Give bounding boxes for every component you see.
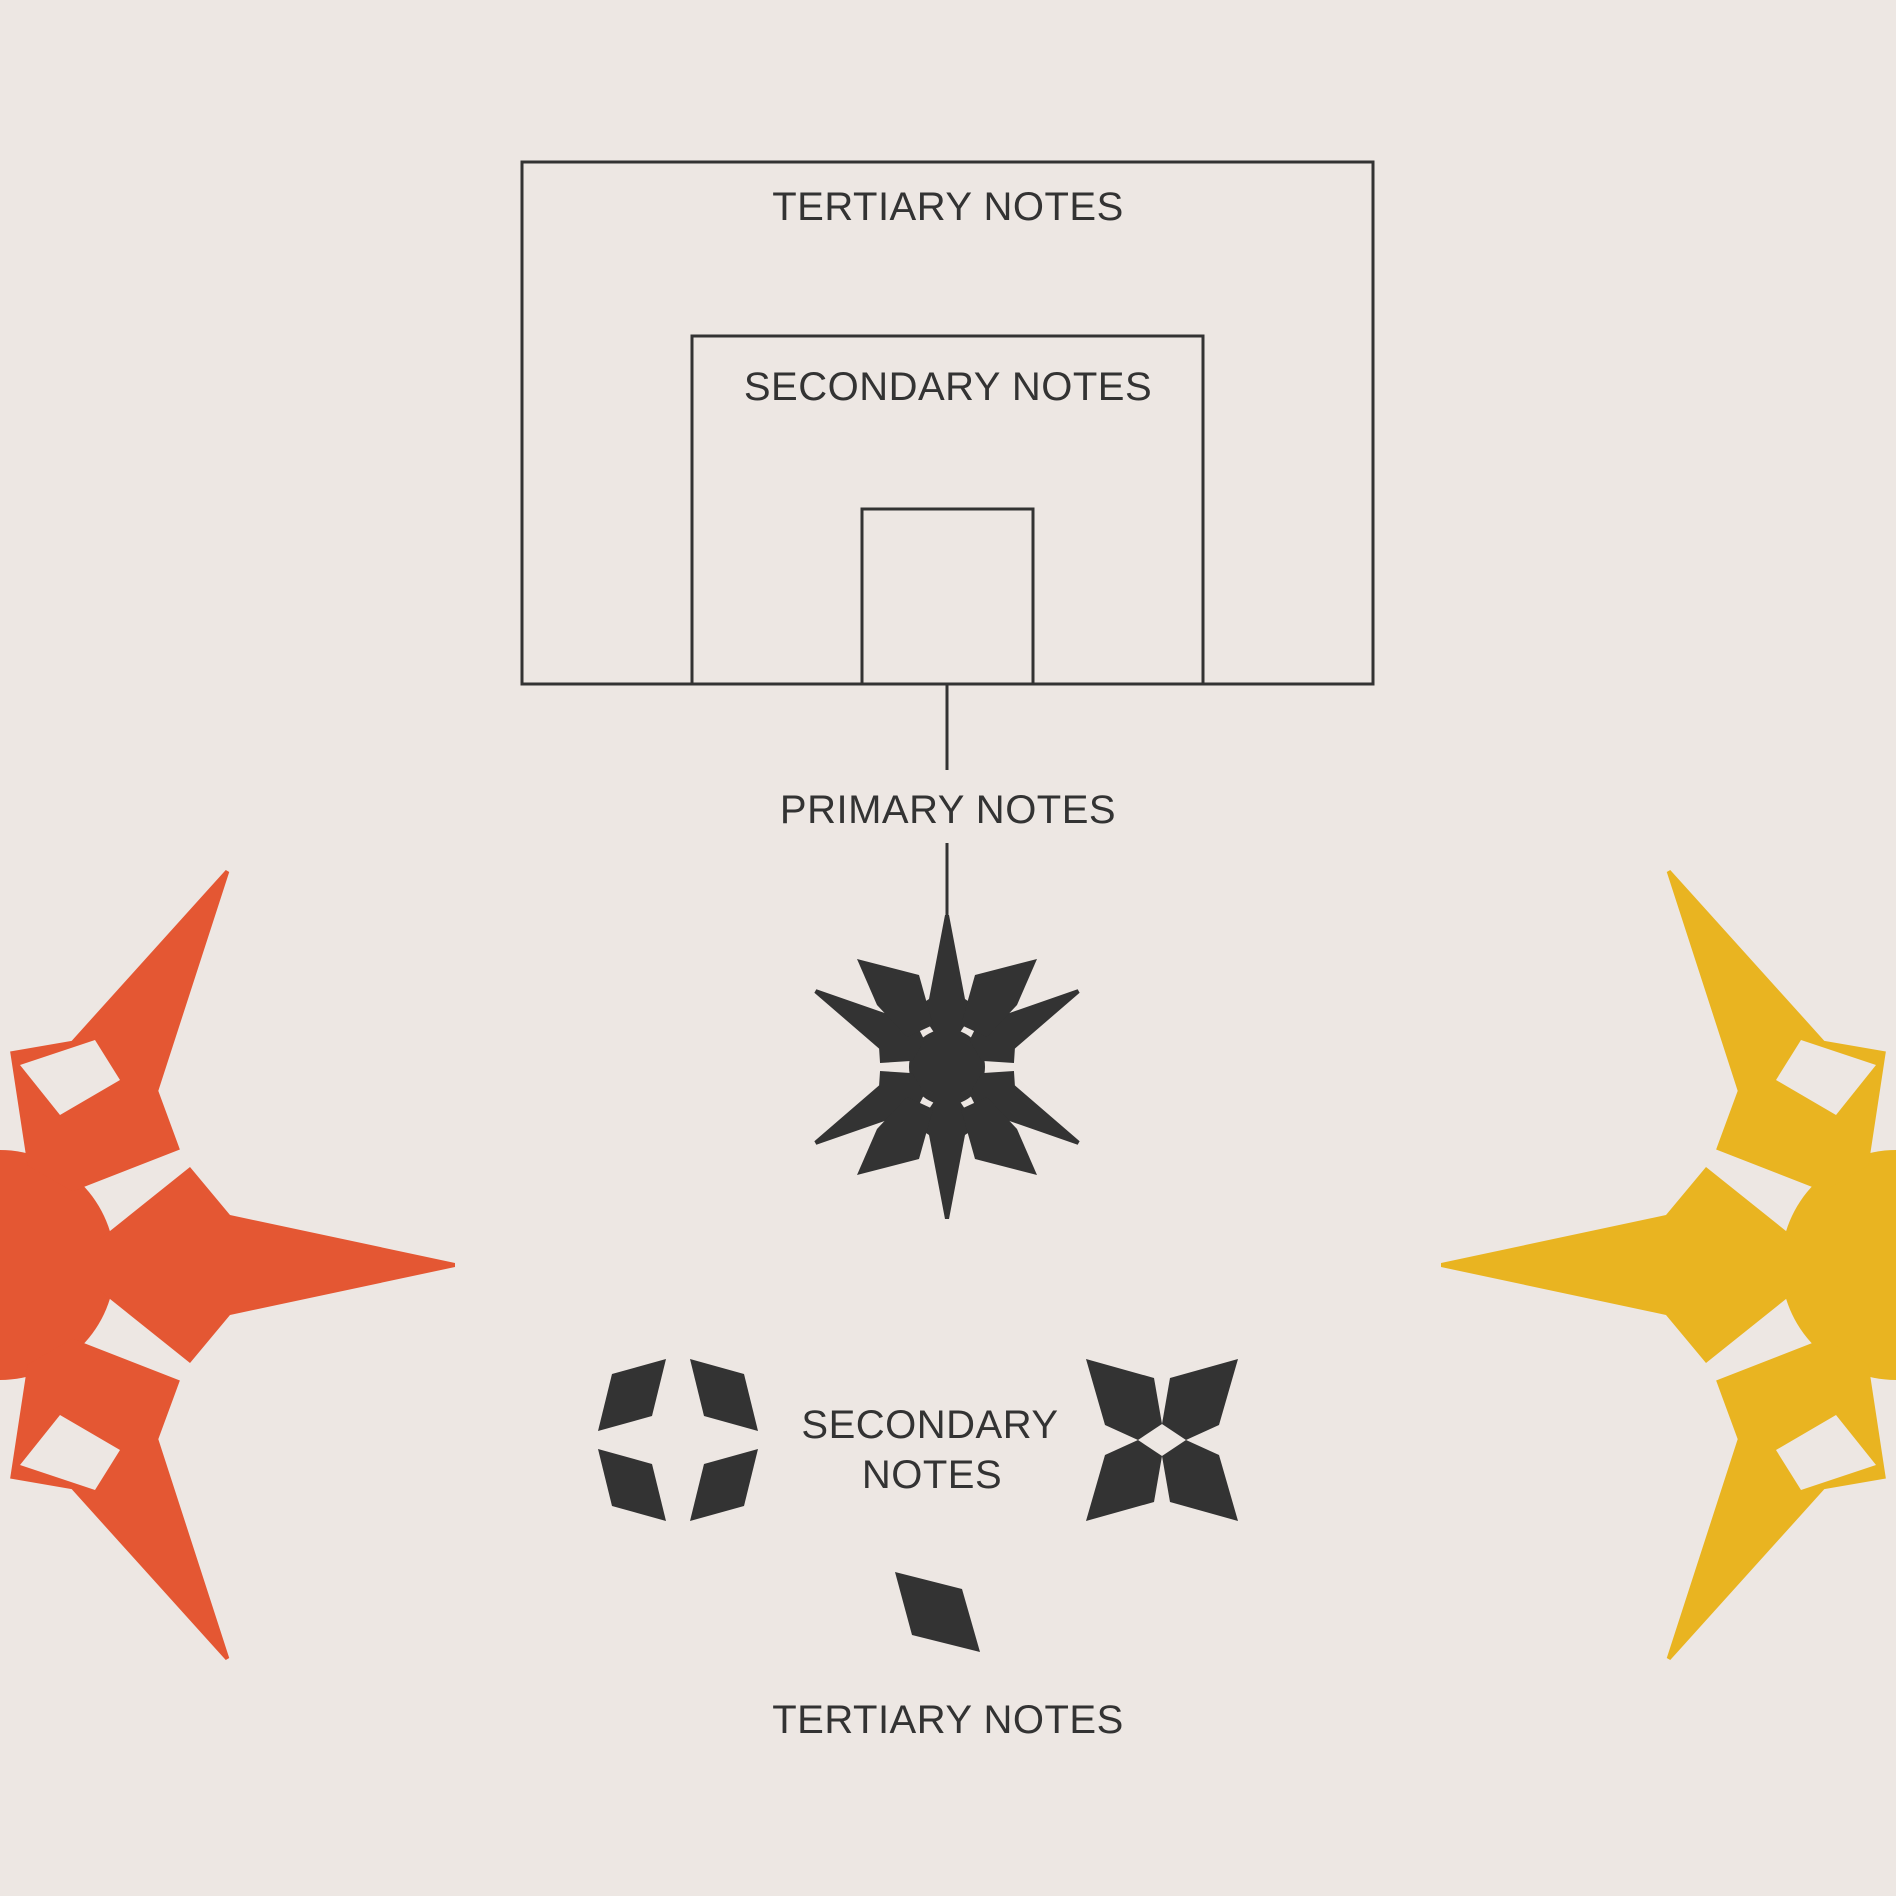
six-point-star-icon (800, 915, 1094, 1219)
secondary-notes-label-line1: SECONDARY (801, 1403, 1058, 1447)
orange-star-icon (0, 821, 455, 1709)
four-diamond-ring-icon (598, 1359, 758, 1521)
yellow-star-icon (1441, 821, 1896, 1709)
tertiary-box-label: TERTIARY NOTES (772, 185, 1124, 229)
single-diamond-icon (895, 1572, 980, 1652)
four-point-cross-icon (1086, 1359, 1238, 1521)
primary-notes-label: PRIMARY NOTES (780, 788, 1116, 832)
secondary-box-label: SECONDARY NOTES (744, 365, 1152, 409)
secondary-notes-label-line2: NOTES (862, 1453, 1002, 1497)
tertiary-notes-label-bottom: TERTIARY NOTES (772, 1698, 1124, 1742)
primary-box (860, 507, 1035, 686)
nested-notes-boxes (520, 160, 1375, 686)
tertiary-box (520, 160, 1375, 686)
